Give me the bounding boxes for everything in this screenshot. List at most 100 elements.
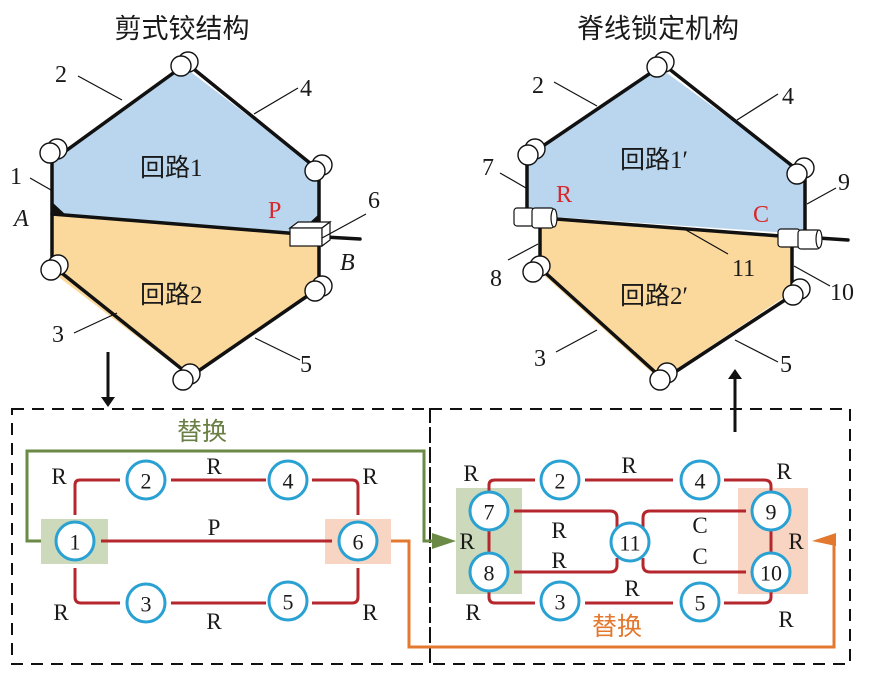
leader-5-prime bbox=[734, 339, 779, 363]
edge-9-11 bbox=[641, 509, 746, 528]
svg-text:10: 10 bbox=[760, 561, 782, 586]
svg-text:2: 2 bbox=[555, 469, 566, 494]
svg-text:6: 6 bbox=[353, 530, 364, 555]
edge-label-10-11: C bbox=[692, 544, 707, 569]
loop2-prime-label: 回路2′ bbox=[620, 282, 688, 310]
link-label-3-prime: 3 bbox=[534, 346, 546, 372]
edge-4-9 bbox=[724, 478, 773, 493]
graph-node-10: 10 bbox=[750, 551, 792, 593]
revolute-joint-icon bbox=[513, 207, 558, 229]
hinge-icon bbox=[304, 275, 333, 302]
graph-node-2: 2 bbox=[539, 459, 581, 501]
leader-4 bbox=[253, 87, 299, 115]
svg-text:11: 11 bbox=[619, 531, 640, 556]
graph-node-3: 3 bbox=[125, 582, 167, 624]
svg-text:2: 2 bbox=[141, 469, 152, 494]
edge-label-1-3: R bbox=[53, 600, 69, 625]
revolute-joint-label: R bbox=[556, 182, 572, 208]
edge-label-4-6: R bbox=[362, 464, 378, 489]
svg-text:3: 3 bbox=[555, 590, 566, 615]
right-graph-frame bbox=[429, 408, 851, 665]
loop1-region bbox=[52, 66, 319, 236]
hinge-icon bbox=[517, 138, 546, 166]
graph-node-5: 5 bbox=[267, 580, 309, 622]
link-label-6: 6 bbox=[368, 188, 380, 214]
edge-label-8-11: R bbox=[551, 548, 567, 573]
leader-6 bbox=[321, 213, 367, 239]
hinge-icon bbox=[646, 51, 675, 78]
link-5 bbox=[192, 288, 318, 376]
green-arrow-head-icon bbox=[432, 533, 456, 549]
link-label-11: 11 bbox=[732, 256, 755, 282]
link-label-5-prime: 5 bbox=[780, 352, 792, 378]
graph-node-5: 5 bbox=[679, 581, 721, 623]
edge-label-2-4: R bbox=[621, 453, 637, 478]
link-3-prime bbox=[538, 266, 657, 374]
hinge-icon bbox=[649, 362, 678, 391]
link-4 bbox=[188, 64, 318, 170]
svg-text:5: 5 bbox=[695, 591, 706, 616]
leader-2-prime bbox=[553, 81, 598, 107]
link-label-4-prime: 4 bbox=[782, 84, 794, 110]
edge-label-7-11: R bbox=[551, 518, 567, 543]
link-label-2: 2 bbox=[55, 62, 67, 88]
link-5-prime bbox=[670, 296, 790, 376]
point-B-label: B bbox=[340, 250, 355, 276]
hinge-icon bbox=[782, 278, 811, 306]
graph-node-7: 7 bbox=[468, 490, 510, 532]
graph-node-6: 6 bbox=[337, 520, 379, 562]
edge-5-6 bbox=[312, 568, 360, 605]
edge-label-9-11: C bbox=[692, 513, 707, 538]
right-replace-label: 替换 bbox=[592, 613, 642, 641]
edge-7-11 bbox=[514, 509, 619, 528]
graph-node-3: 3 bbox=[539, 580, 581, 622]
link-label-4: 4 bbox=[300, 76, 312, 102]
edge-5-10 bbox=[724, 592, 773, 605]
leader-10 bbox=[793, 265, 831, 287]
orange-arrow-head-icon bbox=[812, 533, 836, 546]
leader-3-prime bbox=[555, 329, 598, 353]
green-replace-path bbox=[25, 449, 436, 543]
rod-right bbox=[816, 236, 850, 242]
leader-4-prime bbox=[736, 93, 779, 121]
loop1-prime-region bbox=[527, 68, 805, 234]
graph-node-1: 1 bbox=[54, 520, 96, 562]
left-mechanism-title: 剪式铰结构 bbox=[115, 14, 250, 44]
svg-text:1: 1 bbox=[70, 530, 81, 555]
leader-9 bbox=[806, 187, 837, 205]
right-mechanism-title: 脊线锁定机构 bbox=[577, 14, 739, 44]
prismatic-joint-label: P bbox=[268, 198, 281, 224]
point-A-label: A bbox=[12, 206, 29, 232]
link-label-2-prime: 2 bbox=[532, 73, 544, 99]
left-topology-graph: 替换 1 2 4 3 5 6 R R R P R R R bbox=[25, 418, 836, 649]
right-topology-graph: 2 4 7 8 11 9 10 3 5 R R R R R R C C R R … bbox=[456, 453, 808, 641]
hinge-icon bbox=[172, 363, 201, 391]
right-mechanism: 脊线锁定机构 bbox=[482, 14, 854, 391]
link-2 bbox=[54, 64, 185, 160]
edge-label-1-6: P bbox=[208, 515, 221, 540]
slider-rod bbox=[323, 235, 362, 241]
link-4-prime bbox=[666, 66, 802, 174]
edge-label-5-10: R bbox=[778, 607, 794, 632]
leader-7 bbox=[499, 172, 527, 189]
link-label-8: 8 bbox=[490, 266, 502, 292]
leader-1 bbox=[29, 177, 52, 191]
link-coupler bbox=[50, 212, 302, 236]
svg-text:4: 4 bbox=[695, 469, 706, 494]
hinge-icon bbox=[786, 157, 815, 185]
graph-node-9: 9 bbox=[750, 490, 792, 532]
hinge-icon bbox=[170, 51, 199, 77]
fixed-joint-A bbox=[52, 202, 66, 215]
link-label-10: 10 bbox=[830, 280, 854, 306]
graph-node-11: 11 bbox=[609, 521, 651, 563]
loop2-region bbox=[52, 214, 319, 377]
loop1-label: 回路1 bbox=[140, 154, 203, 182]
edge-label-7-2: R bbox=[463, 461, 479, 486]
cylindrical-joint-label: C bbox=[753, 202, 769, 228]
leader-2 bbox=[77, 75, 123, 101]
edge-label-3-5: R bbox=[206, 609, 222, 634]
edge-7-2 bbox=[487, 478, 535, 493]
edge-4-6 bbox=[312, 478, 360, 515]
svg-text:3: 3 bbox=[141, 592, 152, 617]
